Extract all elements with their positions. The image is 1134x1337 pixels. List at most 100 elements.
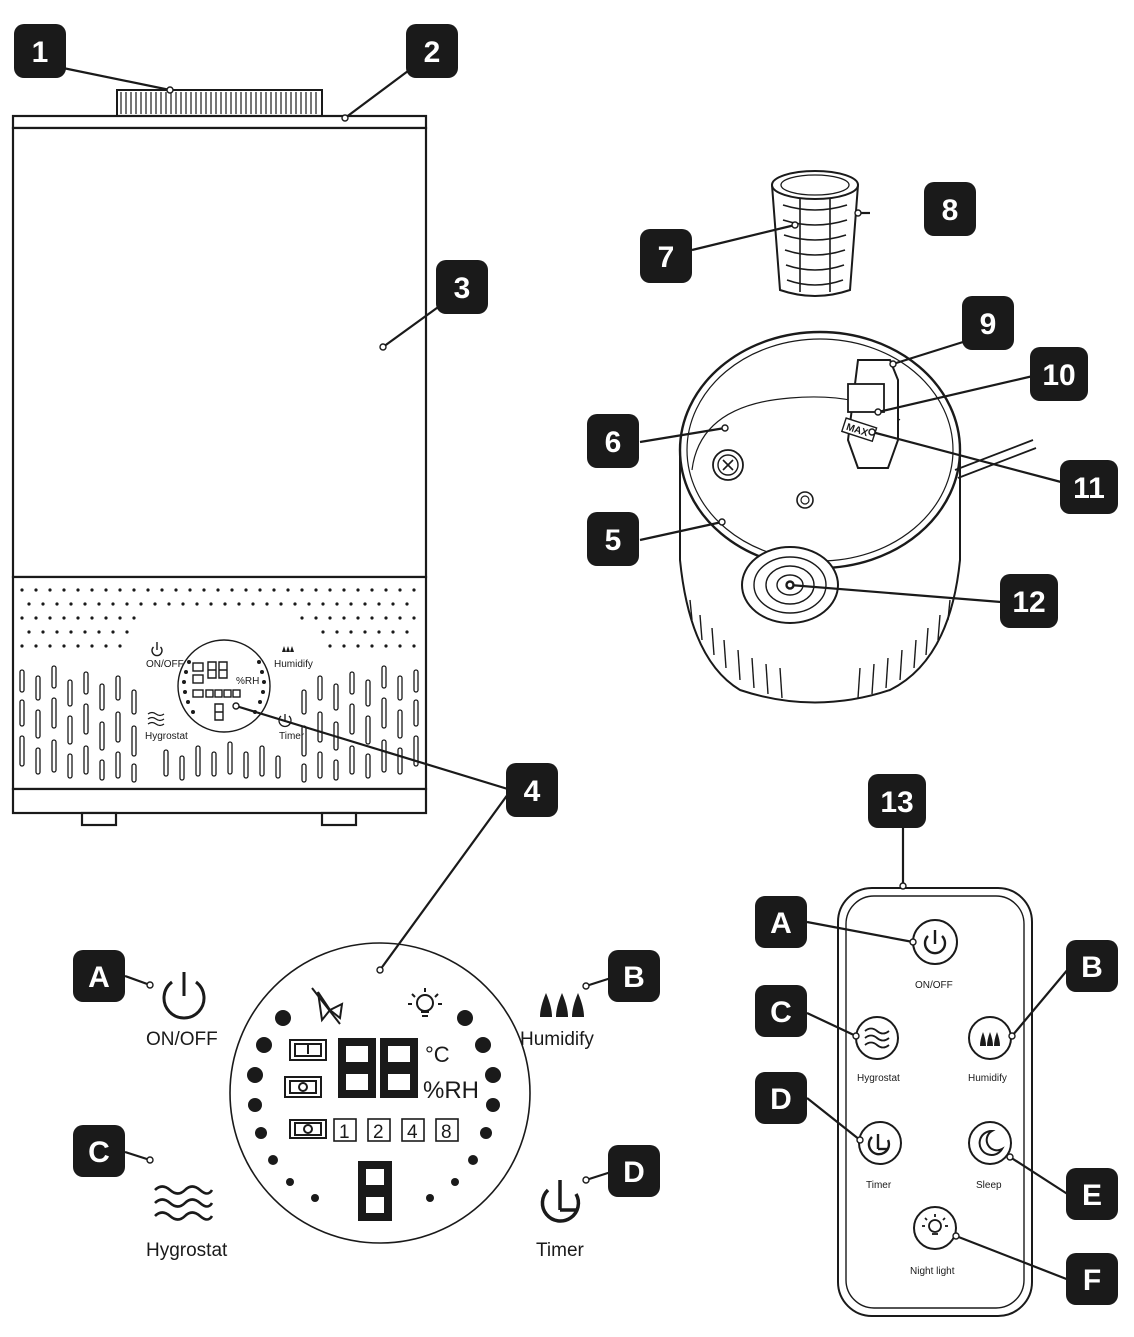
svg-text:13: 13 bbox=[880, 786, 913, 819]
hygrostat-label: Hygrostat bbox=[146, 1240, 228, 1261]
max-marker: MAX bbox=[840, 417, 878, 443]
panel-letter-c: C bbox=[73, 1125, 125, 1177]
mini-rh-label: %RH bbox=[236, 676, 259, 687]
mini-hygrostat-icon bbox=[147, 711, 165, 727]
panel-letter-a: A bbox=[73, 950, 125, 1002]
callout-8: 8 bbox=[924, 182, 976, 236]
callout-3: 3 bbox=[436, 260, 488, 314]
callout-9: 9 bbox=[962, 296, 1014, 350]
water-tank-base: MAX bbox=[678, 330, 1037, 704]
callout-13: 13 bbox=[868, 774, 926, 828]
nozzle-part bbox=[770, 170, 860, 297]
remote-onoff-label: ON/OFF bbox=[915, 980, 953, 991]
remote-control: ON/OFF Hygrostat Humidify Timer Sleep Ni… bbox=[837, 887, 1033, 1317]
base-perforation-slots bbox=[19, 665, 419, 783]
base-perforation-dots bbox=[20, 588, 416, 648]
hygrostat-icon bbox=[154, 1185, 214, 1221]
onoff-label: ON/OFF bbox=[146, 1029, 218, 1050]
timer-icon bbox=[540, 1180, 581, 1223]
remote-timer-label: Timer bbox=[866, 1180, 892, 1191]
callout-11: 11 bbox=[1060, 460, 1118, 514]
leader-lines bbox=[62, 66, 1070, 1282]
mini-display-digits bbox=[192, 661, 241, 721]
svg-text:1: 1 bbox=[32, 36, 49, 69]
onoff-icon bbox=[162, 972, 206, 1020]
celsius-label: °C bbox=[425, 1042, 450, 1067]
svg-text:6: 6 bbox=[605, 426, 622, 459]
remote-sleep-label: Sleep bbox=[976, 1180, 1002, 1191]
timer-option-2: 2 bbox=[373, 1122, 384, 1143]
rh-label: %RH bbox=[423, 1077, 479, 1104]
remote-hygrostat-icon bbox=[864, 1027, 890, 1049]
remote-letter-a: A bbox=[755, 896, 807, 948]
remote-letter-d: D bbox=[755, 1072, 807, 1124]
callout-7: 7 bbox=[640, 229, 692, 283]
svg-text:8: 8 bbox=[942, 194, 959, 227]
timer-option-8: 8 bbox=[441, 1122, 452, 1143]
callout-6: 6 bbox=[587, 414, 639, 468]
remote-night-light-label: Night light bbox=[910, 1266, 955, 1277]
svg-text:D: D bbox=[770, 1083, 792, 1116]
remote-letter-f: F bbox=[1066, 1253, 1118, 1305]
thermometer-indicator bbox=[289, 1039, 327, 1061]
svg-text:D: D bbox=[623, 1156, 645, 1189]
svg-text:B: B bbox=[623, 961, 645, 994]
remote-night-light-icon bbox=[922, 1214, 948, 1235]
callout-2: 2 bbox=[406, 24, 458, 78]
svg-text:9: 9 bbox=[980, 308, 997, 341]
svg-text:3: 3 bbox=[454, 272, 471, 305]
remote-power-icon bbox=[923, 930, 947, 955]
mini-timer-label: Timer bbox=[279, 731, 305, 742]
svg-text:7: 7 bbox=[658, 241, 675, 274]
timer-option-1: 1 bbox=[339, 1122, 350, 1143]
remote-letter-b: B bbox=[1066, 940, 1118, 992]
svg-text:5: 5 bbox=[605, 524, 622, 557]
svg-text:F: F bbox=[1083, 1264, 1101, 1297]
humidify-label: Humidify bbox=[520, 1029, 594, 1050]
humidity-indicator bbox=[284, 1076, 322, 1098]
callout-5: 5 bbox=[587, 512, 639, 566]
callout-4: 4 bbox=[506, 763, 558, 817]
remote-hygrostat-label: Hygrostat bbox=[857, 1073, 900, 1084]
fan-off-icon bbox=[311, 987, 344, 1025]
callout-12: 12 bbox=[1000, 574, 1058, 628]
svg-text:4: 4 bbox=[524, 775, 541, 808]
night-light-icon bbox=[408, 988, 442, 1017]
remote-timer-icon bbox=[867, 1134, 891, 1156]
remote-humidify-icon bbox=[980, 1032, 1000, 1046]
humidifier-front-view: ON/OFF Humidify Hygrostat Timer bbox=[11, 89, 428, 827]
svg-text:A: A bbox=[88, 961, 110, 994]
remote-letter-e: E bbox=[1066, 1168, 1118, 1220]
humidify-icon bbox=[540, 993, 584, 1017]
mini-humidify-icon bbox=[282, 646, 294, 652]
level-digit bbox=[358, 1161, 392, 1221]
mini-hygrostat-label: Hygrostat bbox=[145, 731, 188, 742]
svg-text:A: A bbox=[770, 907, 792, 940]
remote-letter-c: C bbox=[755, 985, 807, 1037]
main-digits bbox=[338, 1038, 418, 1098]
panel-letter-b: B bbox=[608, 950, 660, 1002]
remote-humidify-label: Humidify bbox=[968, 1073, 1007, 1084]
mini-onoff-label: ON/OFF bbox=[146, 659, 184, 670]
mini-power-icon bbox=[151, 642, 163, 657]
panel-letter-d: D bbox=[608, 1145, 660, 1197]
remote-sleep-icon bbox=[978, 1129, 1005, 1156]
mini-humidify-label: Humidify bbox=[274, 659, 313, 670]
timer-options bbox=[333, 1118, 459, 1142]
top-knob-ridges bbox=[120, 92, 317, 114]
mini-display-ring-dots bbox=[182, 660, 266, 714]
leader-end-dots bbox=[146, 86, 1016, 1240]
tank-vent-slots bbox=[689, 599, 951, 699]
svg-text:12: 12 bbox=[1012, 586, 1045, 619]
timer-indicator bbox=[289, 1119, 327, 1139]
svg-text:10: 10 bbox=[1042, 359, 1075, 392]
control-panel-detail: °C %RH 1 2 4 8 ON/OFF Humidify bbox=[146, 942, 594, 1261]
svg-text:11: 11 bbox=[1073, 472, 1105, 505]
svg-text:C: C bbox=[88, 1136, 110, 1169]
svg-text:B: B bbox=[1081, 951, 1103, 984]
callout-10: 10 bbox=[1030, 347, 1088, 401]
timer-label: Timer bbox=[536, 1240, 585, 1261]
callout-1: 1 bbox=[14, 24, 66, 78]
svg-text:2: 2 bbox=[424, 36, 441, 69]
